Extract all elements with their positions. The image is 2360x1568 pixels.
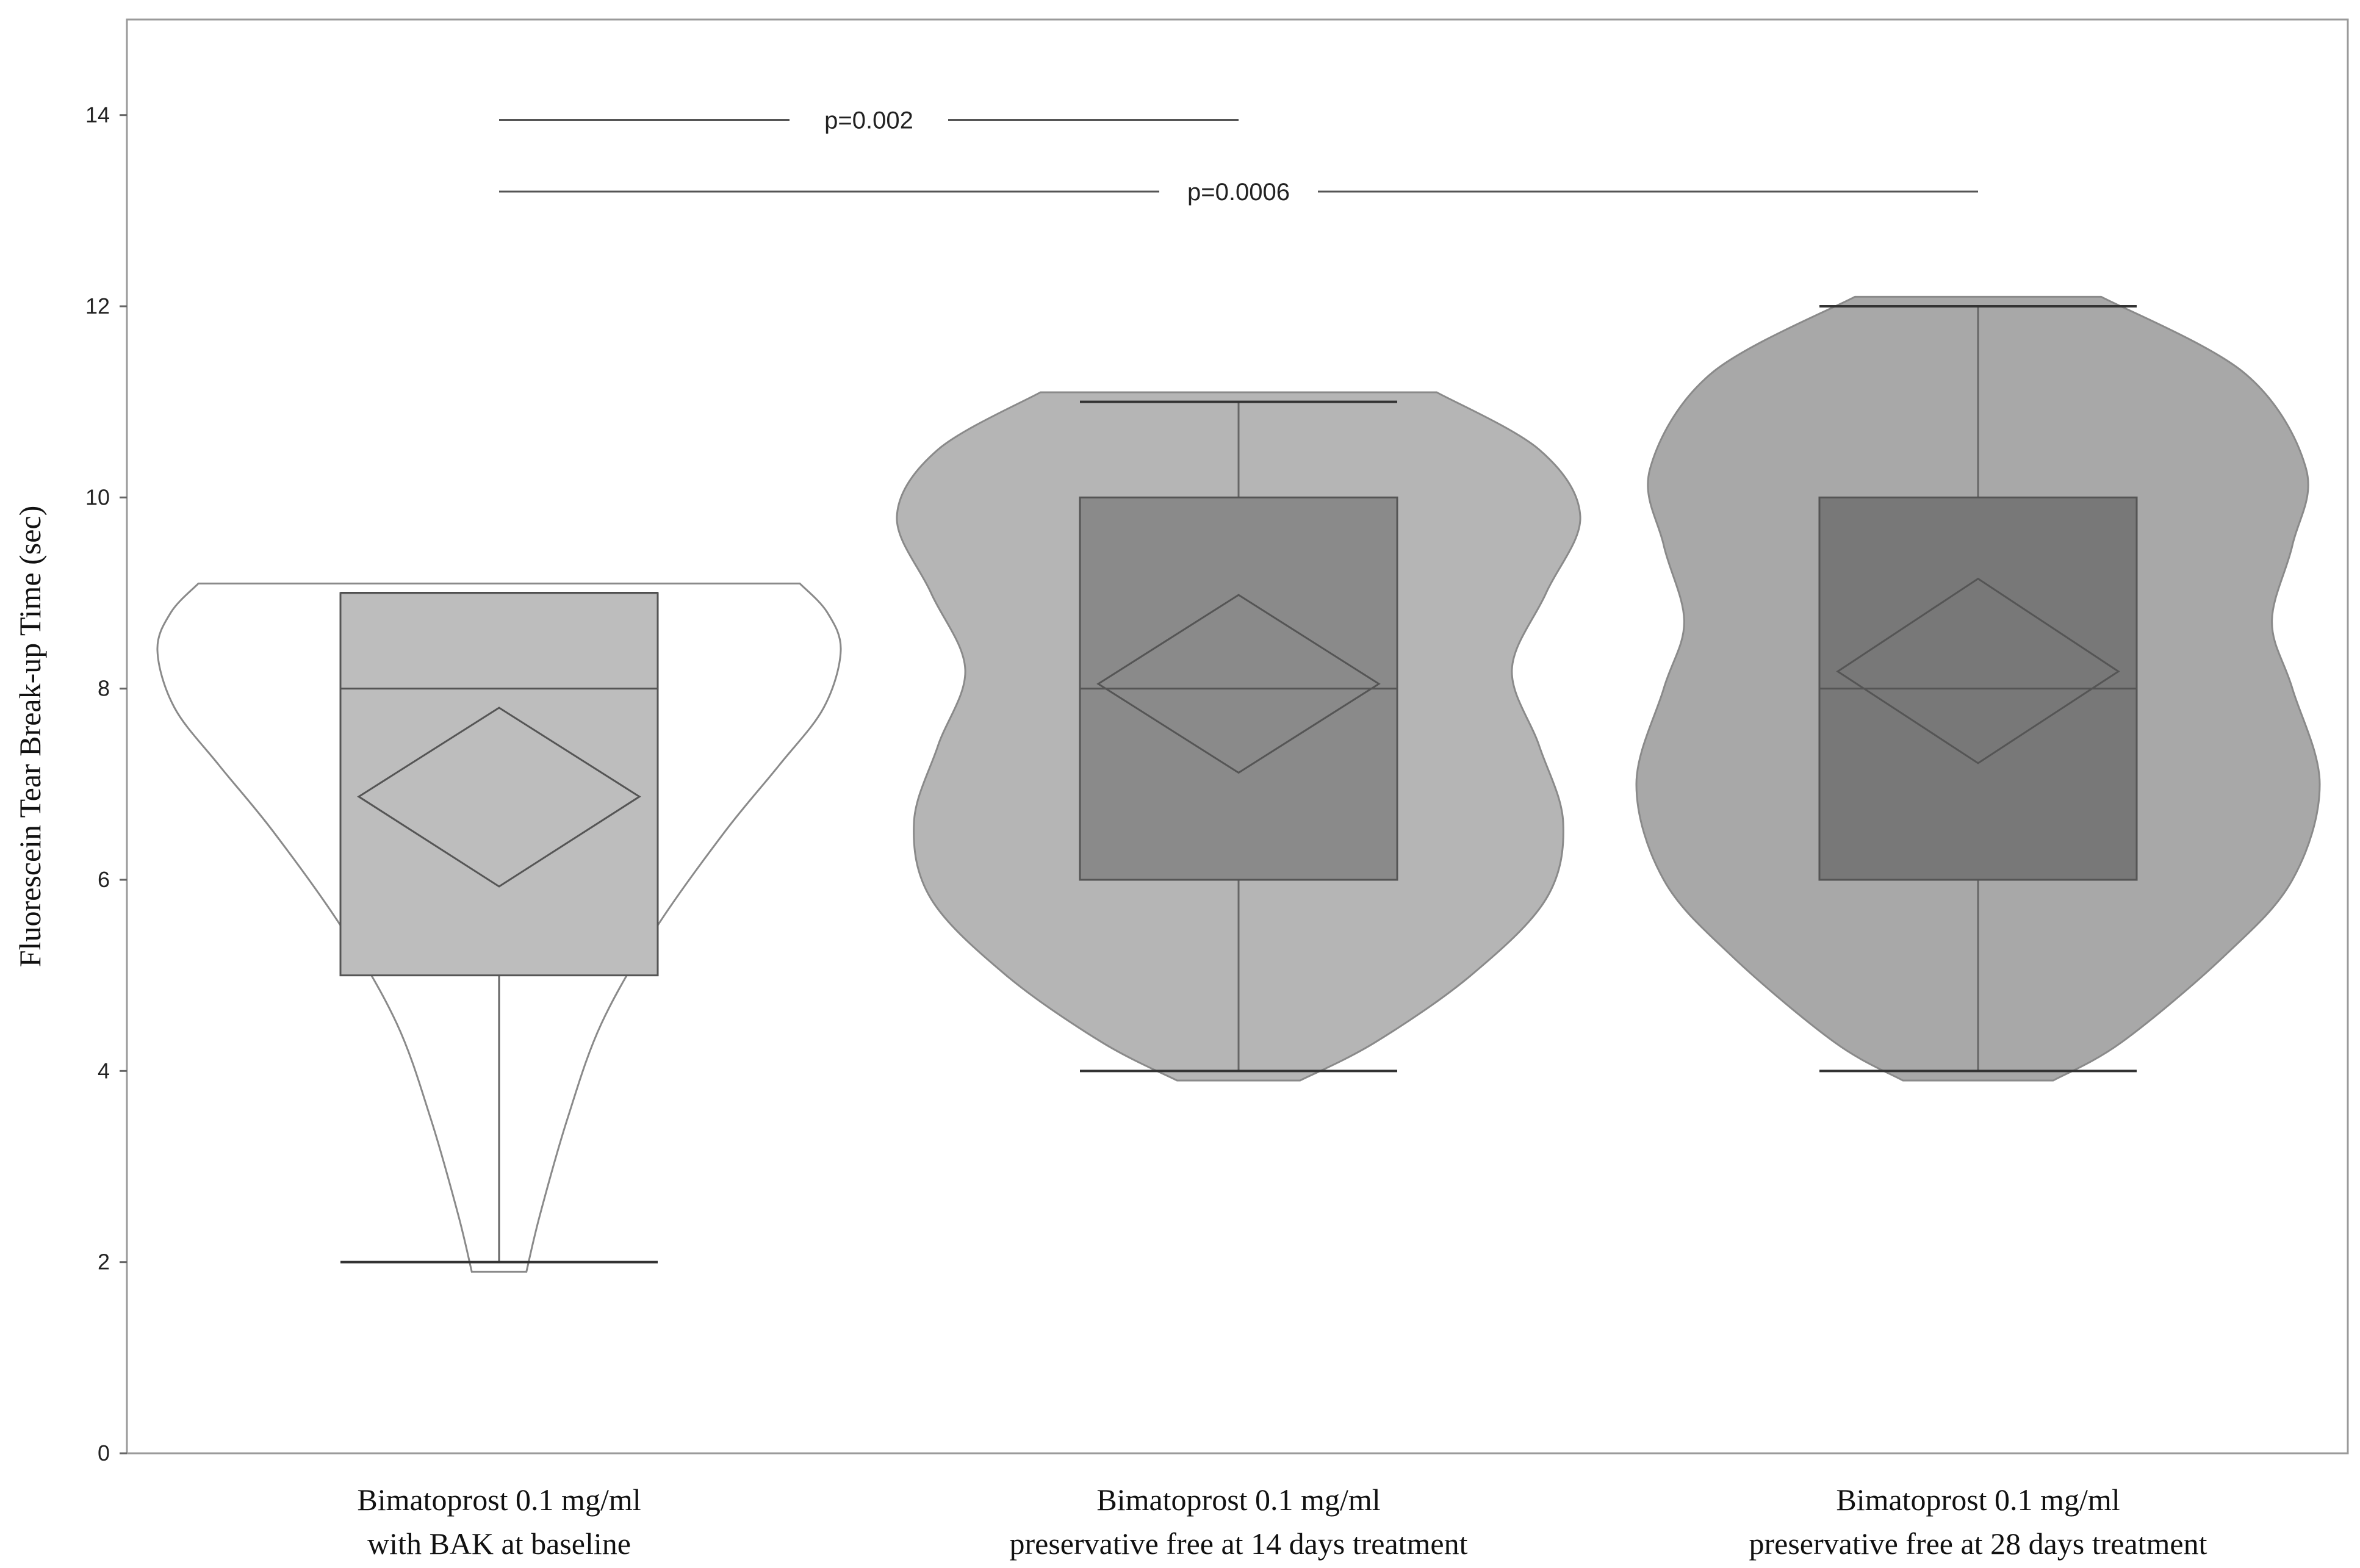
y-tick-label-12: 12 [85, 293, 110, 318]
y-tick-label-0: 0 [98, 1440, 110, 1466]
y-tick-label-2: 2 [98, 1250, 110, 1275]
y-tick-label-6: 6 [98, 867, 110, 892]
y-tick-label-8: 8 [98, 676, 110, 701]
mean-diamond-2 [1096, 594, 1381, 774]
y-tick-label-10: 10 [85, 484, 110, 509]
plot-frame [126, 18, 2349, 1455]
y-tick-label-14: 14 [85, 102, 110, 128]
y-axis: 0 2 4 6 8 10 12 14 [85, 102, 127, 1466]
category-label-3-line-1: Bimatoprost 0.1 mg/ml [1836, 1483, 2120, 1517]
x-axis-labels: Bimatoprost 0.1 mg/ml with BAK at baselin… [357, 1483, 2207, 1561]
box-1 [339, 592, 659, 977]
category-label-2-line-2: preservative free at 14 days treatment [1009, 1527, 1467, 1561]
mean-diamond-1 [357, 707, 641, 888]
mean-diamond-3 [1836, 577, 2120, 764]
category-label-1-line-1: Bimatoprost 0.1 mg/ml [357, 1483, 641, 1517]
significance-annotations: p=0.002 p=0.0006 [499, 107, 1978, 206]
p-value-label-1: p=0.002 [824, 107, 913, 134]
p-value-label-2: p=0.0006 [1187, 179, 1290, 206]
y-axis-label: Fluorescein Tear Break-up Time (sec) [13, 506, 47, 968]
category-label-2-line-1: Bimatoprost 0.1 mg/ml [1096, 1483, 1380, 1517]
category-label-3-line-2: preservative free at 28 days treatment [1749, 1527, 2207, 1561]
category-label-1-line-2: with BAK at baseline [367, 1527, 631, 1561]
y-tick-label-4: 4 [98, 1058, 110, 1083]
boxes-layer [339, 305, 2138, 1264]
